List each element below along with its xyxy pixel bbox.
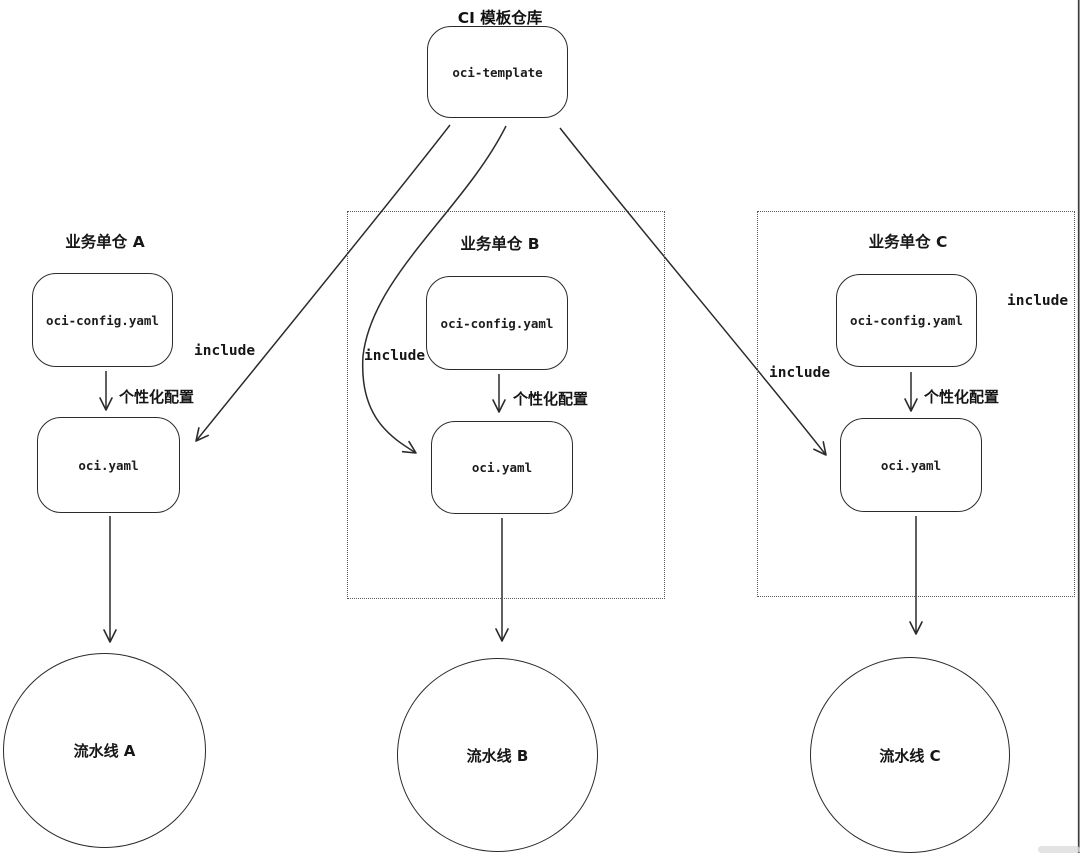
oci-yaml-label-c: oci.yaml — [880, 457, 942, 473]
pipeline-label-c: 流水线 C — [879, 746, 941, 765]
oci-config-label-b: oci-config.yaml — [440, 315, 554, 331]
transform-label-b: 个性化配置 — [513, 390, 589, 408]
oci-config-label-c: oci-config.yaml — [850, 313, 963, 328]
oci-yaml-node-c: oci.yaml — [840, 418, 982, 512]
group-label-c: 业务单仓 C — [868, 233, 948, 251]
oci-template-label: oci-template — [452, 64, 543, 80]
oci-template-node: oci-template — [427, 26, 568, 118]
transform-label-c: 个性化配置 — [924, 388, 1000, 406]
group-box-b — [347, 211, 665, 599]
pipeline-label-b: 流水线 B — [466, 746, 529, 765]
pipeline-label-a: 流水线 A — [73, 742, 136, 760]
oci-config-node-c: oci-config.yaml — [836, 274, 977, 367]
transform-label-a: 个性化配置 — [119, 388, 195, 406]
oci-yaml-node-a: oci.yaml — [37, 417, 180, 513]
corner-smudge — [1038, 846, 1080, 853]
oci-config-label-a: oci-config.yaml — [46, 312, 159, 328]
pipeline-circle-c: 流水线 C — [810, 657, 1010, 853]
include-label-c-outer: include — [1007, 293, 1069, 309]
oci-yaml-node-b: oci.yaml — [431, 421, 573, 514]
pipeline-circle-b: 流水线 B — [397, 658, 598, 852]
group-box-c — [757, 211, 1075, 597]
diagram-title: CI 模板仓库 — [457, 9, 543, 27]
oci-config-node-a: oci-config.yaml — [32, 273, 173, 367]
include-label-c: include — [769, 365, 831, 381]
include-label-b: include — [364, 348, 426, 364]
group-label-b: 业务单仓 B — [460, 235, 540, 253]
group-label-a: 业务单仓 A — [65, 233, 145, 251]
oci-yaml-label-a: oci.yaml — [78, 457, 139, 473]
oci-config-node-b: oci-config.yaml — [426, 276, 568, 370]
pipeline-circle-a: 流水线 A — [3, 653, 206, 848]
include-label-a: include — [194, 343, 256, 359]
oci-yaml-label-b: oci.yaml — [471, 460, 533, 475]
